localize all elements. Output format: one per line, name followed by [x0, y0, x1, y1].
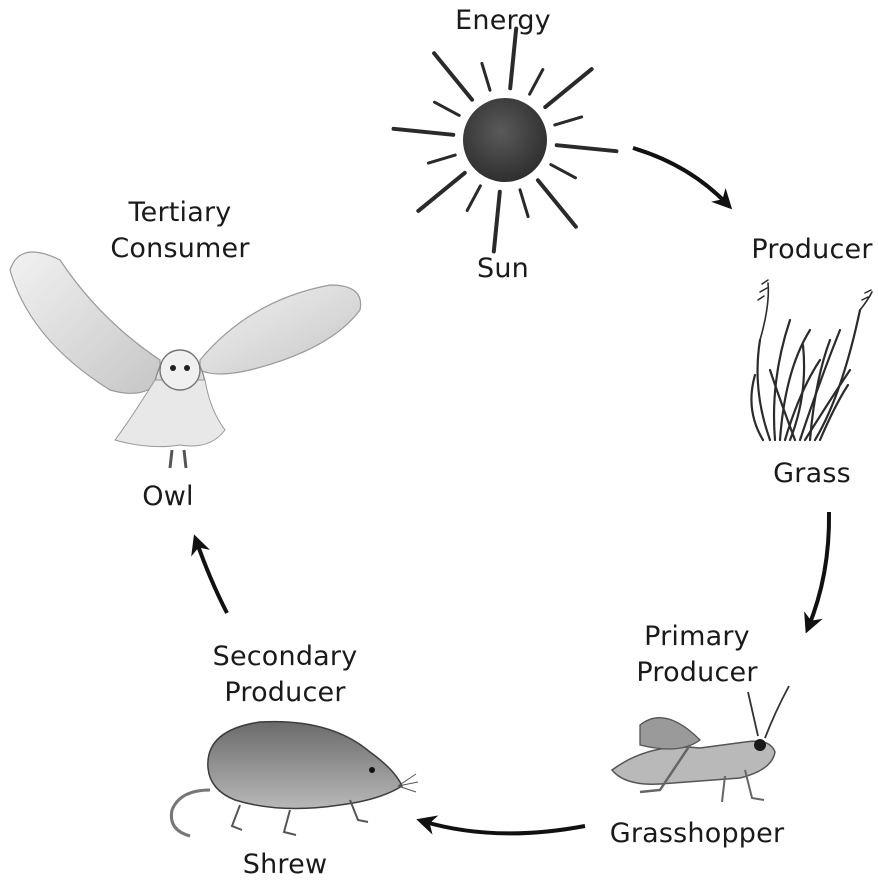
- owl-label: Owl: [142, 480, 193, 514]
- secondary-role-line1: Secondary: [213, 640, 358, 674]
- producer-role-label: Producer: [751, 233, 872, 267]
- primary-role-line1: Primary: [644, 620, 750, 654]
- grasshopper-icon: [612, 686, 789, 802]
- shrew-label: Shrew: [243, 848, 327, 882]
- sun-label: Sun: [477, 252, 529, 286]
- sun-ray: [530, 70, 543, 95]
- sun-ray: [435, 102, 460, 115]
- sun-ray: [482, 63, 490, 90]
- arrow-secondary-to-tertiary: [196, 540, 227, 613]
- tertiary-role-line1: Tertiary: [129, 196, 232, 230]
- sun-ray: [557, 145, 617, 151]
- shrew-icon: [171, 722, 418, 836]
- arrow-sun-to-producer: [633, 148, 728, 205]
- sun-ray: [418, 173, 464, 211]
- arrow-primary-to-secondary: [422, 821, 585, 833]
- sun-ray: [555, 117, 582, 125]
- tertiary-role-line2: Consumer: [110, 232, 249, 266]
- sun-ray: [428, 155, 455, 163]
- grasshopper-label: Grasshopper: [610, 817, 785, 851]
- arrow-producer-to-primary: [808, 512, 829, 628]
- sun-ray: [394, 129, 454, 135]
- sun-icon: [394, 29, 617, 252]
- secondary-role-line2: Producer: [224, 676, 345, 710]
- sun-ray: [494, 192, 500, 252]
- primary-role-line2: Producer: [636, 656, 757, 690]
- grass-icon: [751, 280, 872, 440]
- grass-label: Grass: [773, 457, 851, 491]
- owl-icon: [10, 252, 361, 468]
- energy-label: Energy: [455, 4, 551, 38]
- sun-ray: [434, 53, 472, 99]
- sun-ray: [467, 186, 480, 211]
- sun-ray: [520, 190, 528, 217]
- sun-ray: [538, 180, 576, 226]
- sun-ray: [551, 165, 576, 178]
- sun-ray: [545, 69, 591, 107]
